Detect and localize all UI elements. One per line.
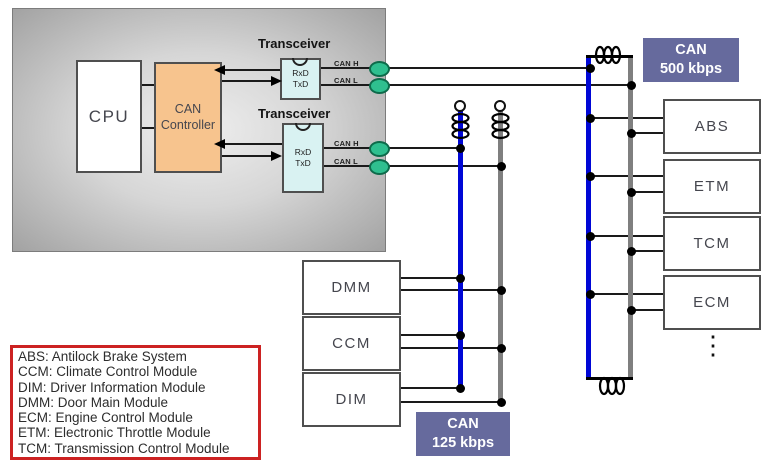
legend-item-abs: ABS: Antilock Brake System (18, 349, 187, 364)
node-dot (496, 343, 506, 353)
bus-500-can-high (586, 56, 591, 379)
t2-can-h-label: CAN H (334, 139, 359, 148)
legend-item-ecm: ECM: Engine Control Module (18, 410, 193, 426)
module-box-ccm: CCM (302, 316, 401, 371)
cpu-controller-wire-1 (138, 84, 154, 86)
canh-125-wire (320, 147, 461, 149)
module-box-dim: DIM (302, 372, 401, 427)
bus-125-can-high (458, 108, 463, 390)
node-dot (455, 383, 465, 393)
abs-canh-wire (591, 117, 663, 119)
can-500-speed-badge: CAN 500 kbps (643, 38, 739, 82)
ccm-canl-wire (397, 347, 501, 349)
abs-canl-wire (631, 132, 663, 134)
transceiver2-pins: RxD TxD (294, 146, 312, 168)
dmm-canl-wire (397, 289, 501, 291)
ccm-canh-wire (397, 334, 461, 336)
node-dot (496, 161, 506, 171)
legend-item-dim: DIM: Driver Information Module (18, 379, 206, 395)
node-dot (585, 171, 595, 181)
node-dot (455, 273, 465, 283)
etm-canl-wire (631, 191, 663, 193)
module-box-ecm: ECM (663, 275, 761, 330)
bus-500-bottom-terminator-coil-icon (598, 376, 626, 396)
rx2-arrowhead-icon (214, 139, 225, 149)
legend-item-tcm: TCM: Transmission Control Module (18, 440, 230, 456)
tcm-canl-wire (631, 250, 663, 252)
bus-125-high-top-circle-icon (454, 100, 466, 112)
module-box-etm: ETM (663, 159, 761, 214)
legend-item-dmm: DMM: Door Main Module (18, 394, 169, 410)
node-dot (496, 285, 506, 295)
cpu-block: CPU (76, 60, 142, 173)
tcm-canh-wire (591, 235, 663, 237)
can-controller-block: CAN Controller (154, 62, 222, 173)
tx2-arrowhead-icon (271, 151, 282, 161)
bus-125-low-top-circle-icon (494, 100, 506, 112)
canl-500-wire (317, 84, 632, 86)
canl-125-wire (320, 165, 501, 167)
node-dot (626, 305, 636, 315)
tx1-wire (218, 80, 272, 82)
cpu-controller-wire-2 (138, 127, 154, 129)
t2-can-l-label: CAN L (334, 157, 358, 166)
rx2-wire (224, 143, 282, 145)
node-dot (626, 80, 636, 90)
tx2-wire (218, 155, 272, 157)
rx1-arrowhead-icon (214, 65, 225, 75)
rx1-wire (224, 69, 282, 71)
dmm-canh-wire (397, 277, 461, 279)
module-box-tcm: TCM (663, 216, 761, 271)
bus-125-can-low (498, 108, 503, 404)
connector-canl1-icon (369, 78, 390, 94)
transceiver2-title: Transceiver (258, 106, 331, 121)
tx1-arrowhead-icon (271, 76, 282, 86)
abbreviation-legend: ABS: Antilock Brake System CCM: Climate … (10, 345, 261, 460)
can-125-speed-badge: CAN 125 kbps (416, 412, 510, 456)
bus-500-can-low (628, 56, 633, 379)
more-modules-ellipsis-icon: ⋮ (700, 330, 726, 360)
module-box-dmm: DMM (302, 260, 401, 315)
ecm-canh-wire (591, 293, 663, 295)
bus-125-low-terminator-coil-icon (491, 112, 510, 140)
node-dot (585, 289, 595, 299)
dim-canh-wire (397, 387, 461, 389)
dim-canl-wire (397, 401, 501, 403)
t1-can-l-label: CAN L (334, 76, 358, 85)
node-dot (585, 113, 595, 123)
transceiver2-block: RxD TxD (282, 123, 324, 193)
bus-125-high-terminator-coil-icon (451, 112, 470, 140)
bus-500-top-terminator-coil-icon (594, 45, 622, 65)
node-dot (585, 63, 595, 73)
node-dot (496, 397, 506, 407)
etm-canh-wire (591, 175, 663, 177)
transceiver1-pins: RxD TxD (292, 67, 309, 89)
module-box-abs: ABS (663, 99, 761, 154)
node-dot (585, 231, 595, 241)
legend-item-etm: ETM: Electronic Throttle Module (18, 425, 211, 441)
node-dot (626, 246, 636, 256)
t1-can-h-label: CAN H (334, 59, 359, 68)
node-dot (455, 143, 465, 153)
bus-500-top-terminator-wire (586, 55, 633, 58)
node-dot (455, 330, 465, 340)
transceiver1-title: Transceiver (258, 36, 331, 51)
ecm-canl-wire (631, 309, 663, 311)
legend-item-ccm: CCM: Climate Control Module (18, 364, 198, 380)
connector-canh1-icon (369, 61, 390, 77)
node-dot (626, 128, 636, 138)
connector-canh2-icon (369, 141, 390, 157)
canh-500-wire (317, 67, 591, 69)
connector-canl2-icon (369, 159, 390, 175)
node-dot (626, 187, 636, 197)
